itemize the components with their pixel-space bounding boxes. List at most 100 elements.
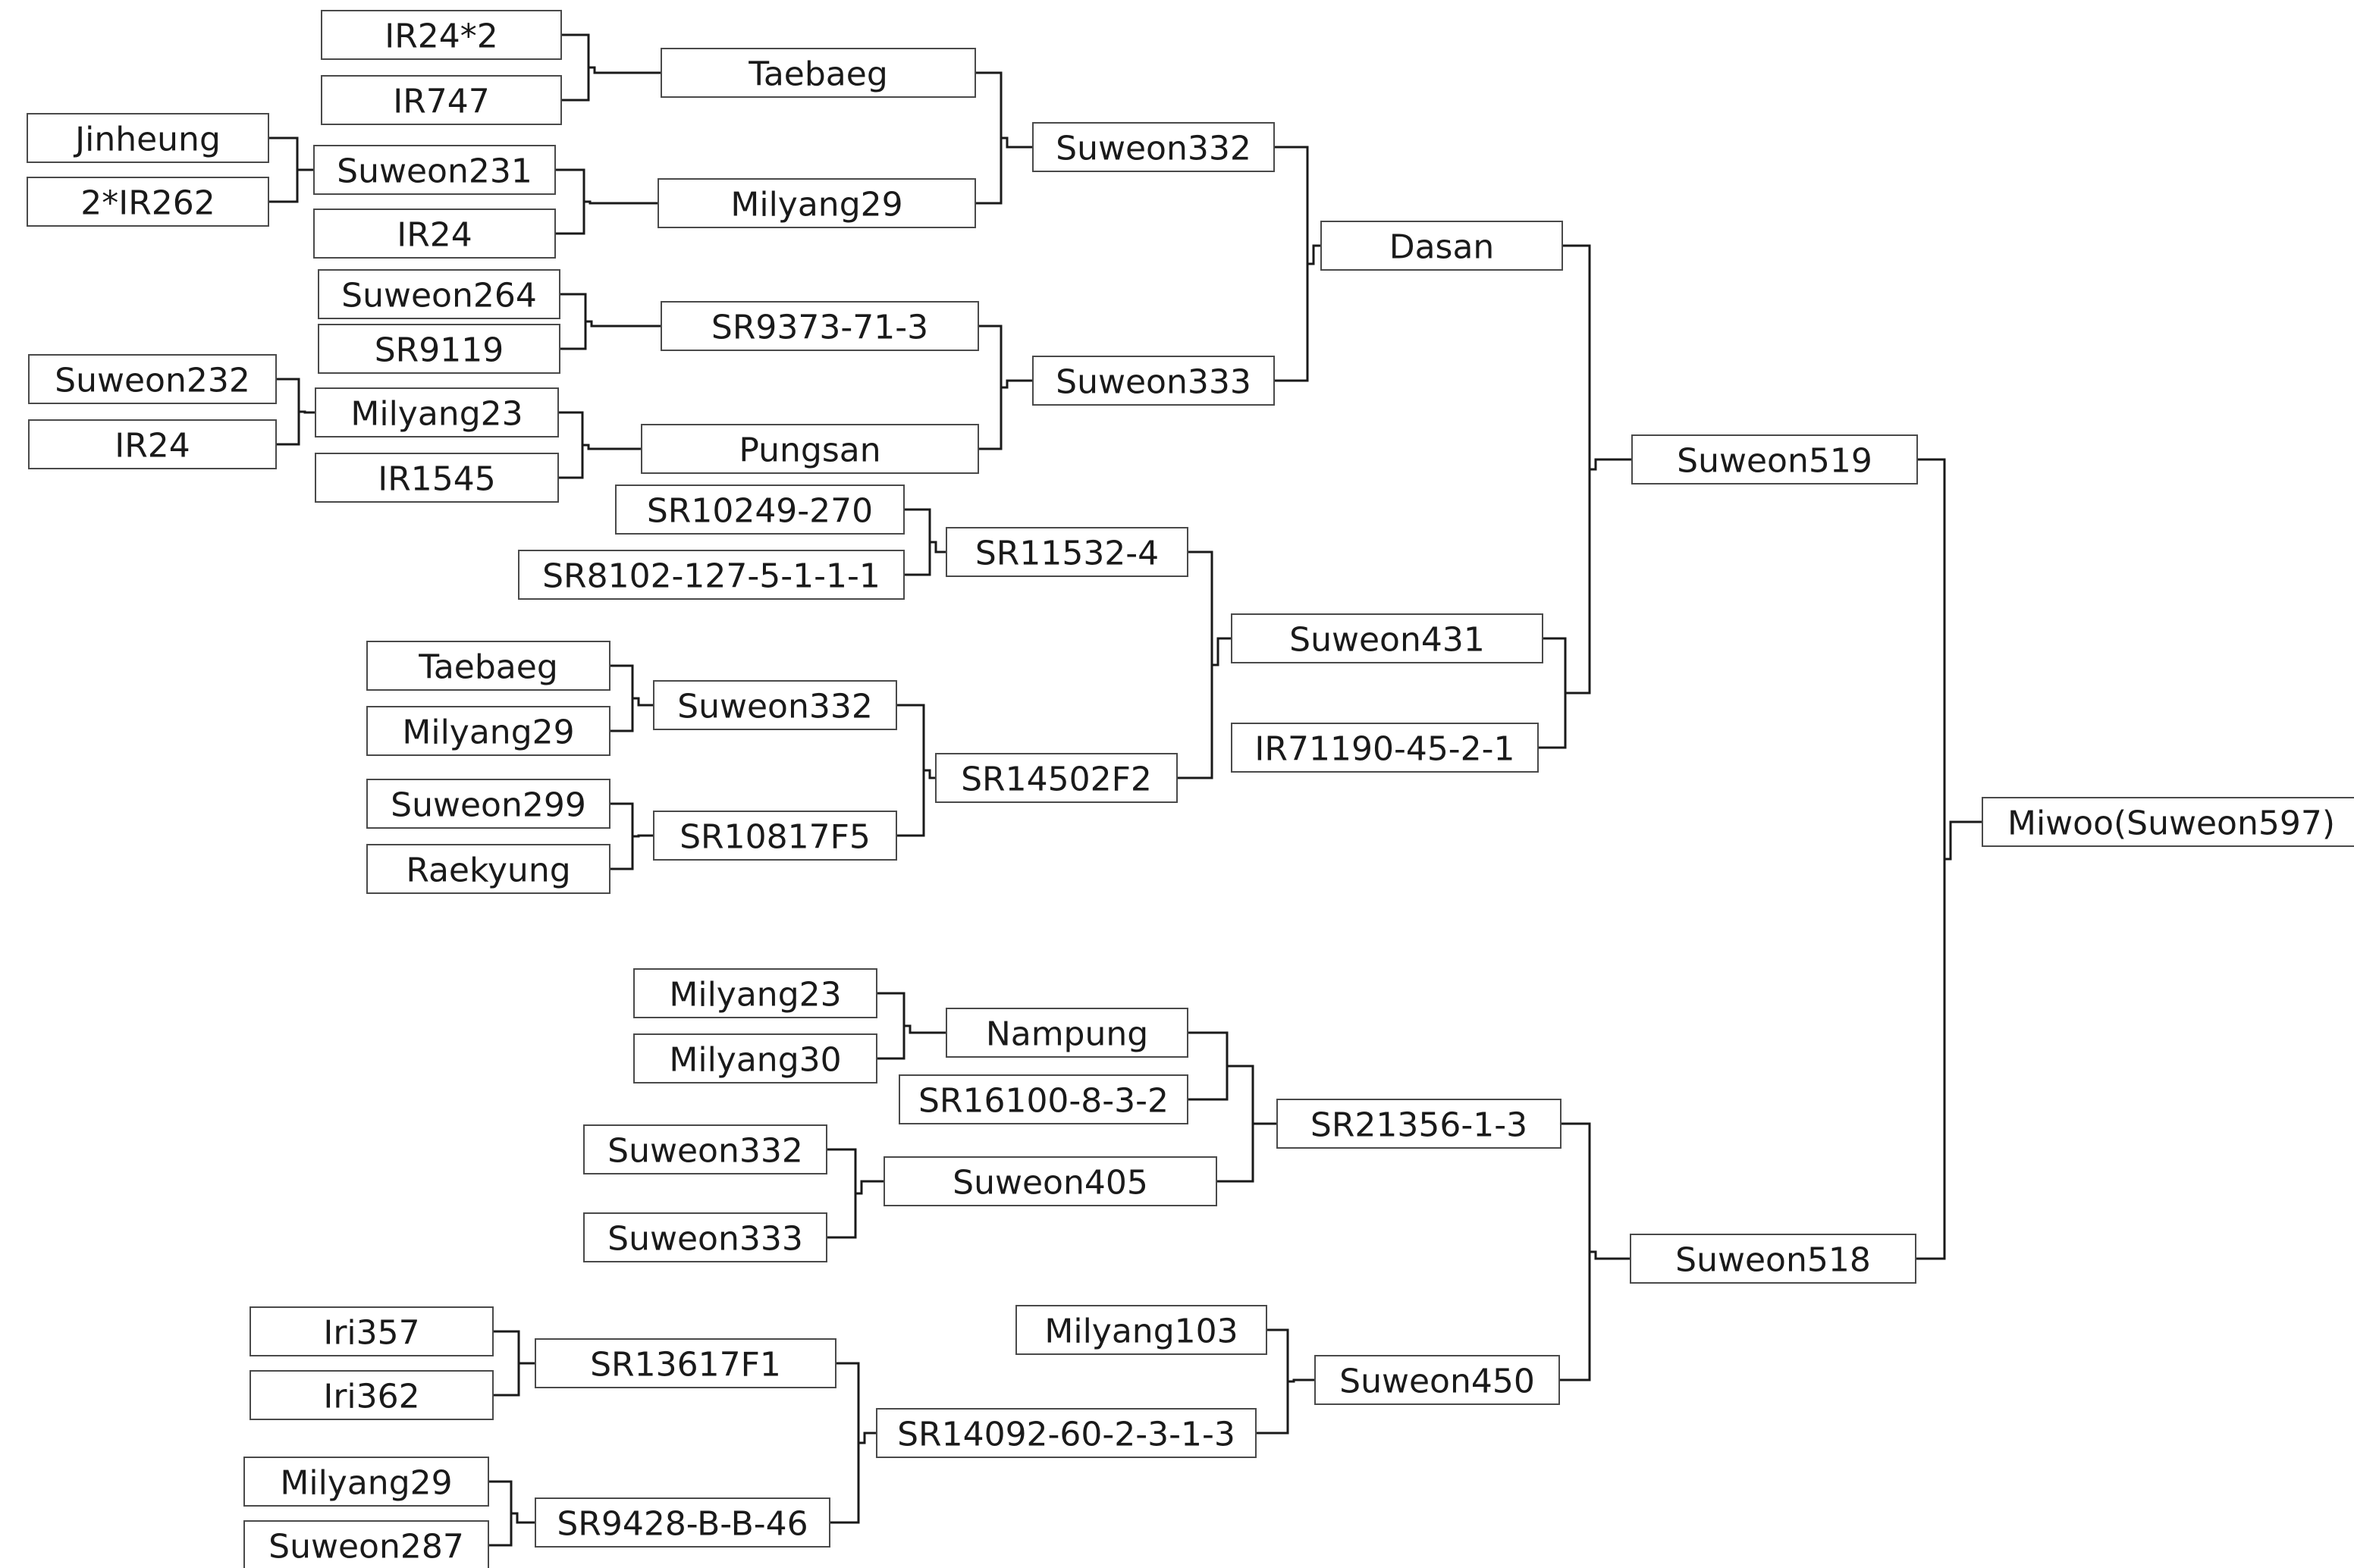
node-suweon332b: Suweon332 [653,680,897,730]
cross-line-suweon405 [825,1148,886,1239]
node-box [1320,221,1563,271]
node-dasan: Dasan [1320,221,1563,271]
node-label: SR14502F2 [961,760,1152,799]
node-label: Pungsan [739,431,880,470]
node-sr13617: SR13617F1 [535,1338,836,1388]
node-label: IR1545 [378,460,496,499]
node-label: Dasan [1389,228,1495,267]
node-ir24x2: IR24*2 [321,10,562,60]
node-suweon332c: Suweon332 [583,1124,827,1174]
node-box [28,419,277,469]
cross-line-sr13617 [491,1330,537,1397]
node-box [1276,1099,1561,1149]
node-box [653,680,897,730]
node-milyang23a: Milyang23 [315,387,559,437]
node-box [884,1156,1217,1206]
cross-line-suweon519b [1536,637,1591,749]
cross-line-nampung [875,992,948,1060]
node-box [1032,356,1275,406]
node-label: Taebaeg [418,648,558,687]
node-sr11532: SR11532-4 [946,527,1188,577]
node-box [1231,723,1539,773]
node-label: SR11532-4 [975,535,1159,573]
node-sr21356: SR21356-1-3 [1276,1099,1561,1149]
node-sr8102: SR8102-127-5-1-1-1 [518,550,905,600]
node-box [653,811,897,861]
node-raekyung: Raekyung [366,844,610,894]
cross-line-milyang23a [275,378,317,446]
node-sr10249: SR10249-270 [615,485,905,535]
node-box [243,1457,489,1507]
cross-line-sr9428 [487,1480,537,1547]
cross-line-miwoo [1914,458,1984,1260]
node-label: Suweon332 [677,688,873,726]
node-box [946,1008,1188,1058]
node-label: Milyang29 [402,713,574,752]
node-jinheung: Jinheung [27,113,269,163]
node-box [28,354,277,404]
node-sr9373: SR9373-71-3 [661,301,979,351]
node-ir24a: IR24 [313,209,556,259]
node-nampung: Nampung [946,1008,1188,1058]
node-box [243,1520,489,1568]
node-label: SR10817F5 [680,818,871,857]
node-box [658,178,976,228]
node-label: SR9428-B-B-46 [557,1505,808,1544]
node-box [1015,1305,1267,1355]
node-box [876,1408,1257,1458]
cross-line-sr21356 [1215,1065,1279,1183]
node-2ir262: 2*IR262 [27,177,269,227]
node-box [366,844,610,894]
node-iri357: Iri357 [250,1306,494,1356]
cross-line-milyang29a [554,168,660,235]
node-box [313,209,556,259]
node-label: SR13617F1 [590,1346,781,1385]
cross-line-suweon333a [977,325,1034,450]
node-label: 2*IR262 [80,184,215,223]
cross-line-suweon431 [1175,550,1233,779]
node-label: IR71190-45-2-1 [1254,730,1514,769]
node-box [315,453,559,503]
node-box [946,527,1188,577]
node-box [641,424,979,474]
cross-line-pungsan [557,411,643,479]
node-label: Milyang103 [1044,1312,1238,1351]
node-label: Suweon332 [607,1132,803,1171]
node-label: SR10249-270 [647,492,873,531]
node-box [250,1306,494,1356]
node-label: IR24 [397,216,472,255]
cross-line-suweon231 [267,136,315,203]
node-box [661,301,979,351]
node-ir71190: IR71190-45-2-1 [1231,723,1539,773]
node-ir747: IR747 [321,75,562,125]
node-label: Suweon231 [337,152,532,191]
cross-lines [267,33,1984,1547]
node-label: Suweon333 [607,1220,803,1259]
node-label: Milyang23 [669,976,841,1014]
node-box [318,269,560,319]
cross-line-sr21356b [1186,1031,1254,1101]
node-label: Iri362 [323,1378,419,1416]
cross-line-suweon519 [1561,244,1634,695]
node-label: Milyang29 [280,1464,452,1503]
node-suweon431: Suweon431 [1231,613,1543,663]
node-label: Iri357 [323,1314,419,1353]
node-suweon518: Suweon518 [1630,1234,1916,1284]
cross-line-suweon332b [608,664,655,732]
node-label: Milyang29 [730,186,902,224]
node-box [661,48,976,98]
node-label: Milyang23 [350,395,523,434]
node-box [1630,1234,1916,1284]
node-suweon333a: Suweon333 [1032,356,1275,406]
node-box [633,1033,877,1083]
node-label: Suweon332 [1056,130,1251,168]
node-sr9119: SR9119 [318,324,560,374]
node-box [1631,434,1918,485]
node-suweon264: Suweon264 [318,269,560,319]
cross-line-sr9373 [558,293,663,350]
node-box [1314,1355,1560,1405]
node-label: IR24*2 [384,17,498,56]
node-sr10817: SR10817F5 [653,811,897,861]
node-suweon299: Suweon299 [366,779,610,829]
node-label: Suweon264 [341,277,537,315]
